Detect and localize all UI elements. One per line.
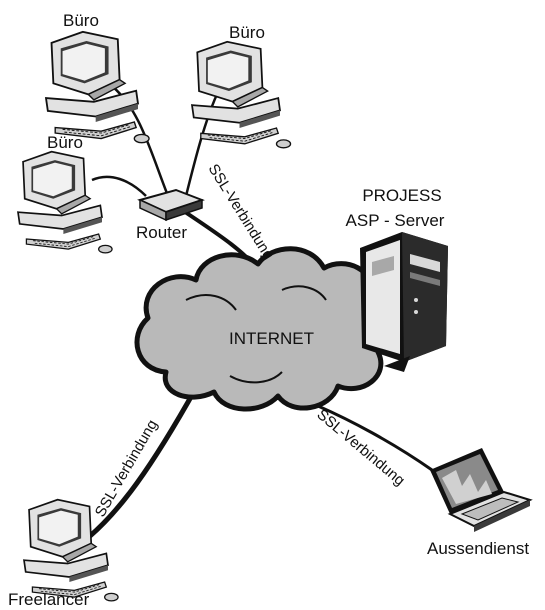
- cable-office-mid-left: [91, 175, 147, 197]
- freelancer-label: Freelancer: [8, 590, 90, 609]
- router-label: Router: [136, 223, 187, 242]
- office-computer-mid-left-icon: [17, 150, 113, 254]
- office-top-right-label: Büro: [229, 23, 265, 42]
- ssl-link-router-label: SSL-Verbindung: [205, 161, 277, 263]
- office-top-left-label: Büro: [63, 11, 99, 30]
- cable-field-service-internet: [317, 404, 433, 472]
- cable-freelancer-internet: [88, 386, 199, 538]
- ssl-link-freelancer-label: SSL-Verbindung: [92, 417, 161, 520]
- field-service-label: Aussendienst: [427, 539, 529, 558]
- office-computer-top-left-icon: [45, 30, 150, 144]
- ssl-link-field-service-label: SSL-Verbindung: [313, 406, 408, 489]
- laptop-icon: [430, 448, 533, 532]
- internet-label: INTERNET: [229, 329, 314, 348]
- server-icon: [360, 232, 448, 372]
- server-label-line2: ASP - Server: [346, 211, 445, 230]
- server-label-line1: PROJESS: [362, 186, 441, 205]
- office-mid-left-label: Büro: [47, 133, 83, 152]
- router-icon: [137, 188, 205, 222]
- internet-cloud: [134, 246, 397, 412]
- office-computer-top-right-icon: [191, 40, 292, 149]
- cable-office-top-right: [184, 91, 220, 197]
